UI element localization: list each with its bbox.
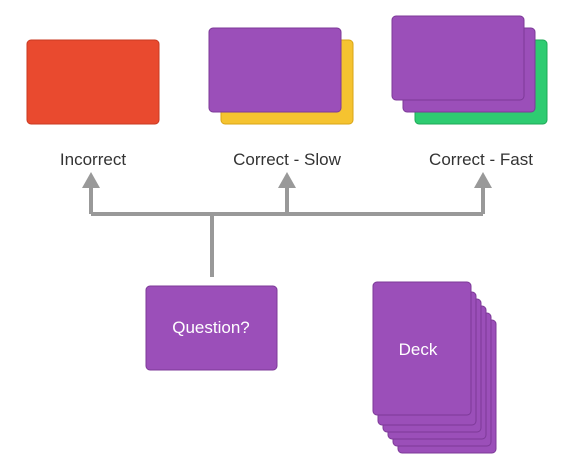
deck-card-1 xyxy=(372,281,472,416)
incorrect-label: Incorrect xyxy=(60,150,126,169)
correct-fast-card-stack xyxy=(391,15,548,125)
question-card: Question? xyxy=(145,285,278,371)
question-card-label: Question? xyxy=(172,318,250,337)
arrowheads xyxy=(82,172,492,188)
incorrect-card-stack xyxy=(26,39,160,125)
question-card-body xyxy=(145,285,278,371)
correct-fast-label: Correct - Fast xyxy=(429,150,533,169)
arrow-up-correct-slow xyxy=(278,172,296,188)
arrow-up-incorrect xyxy=(82,172,100,188)
arrow-up-correct-fast xyxy=(474,172,492,188)
deck-label: Deck xyxy=(399,340,438,359)
correct-slow-card-stack xyxy=(208,27,354,125)
incorrect-card xyxy=(26,39,160,125)
correct-fast-front-card xyxy=(391,15,525,101)
branch-connector xyxy=(89,186,485,277)
correct-slow-front-card xyxy=(208,27,342,113)
deck-stack: Deck xyxy=(372,281,497,454)
correct-slow-label: Correct - Slow xyxy=(233,150,341,169)
